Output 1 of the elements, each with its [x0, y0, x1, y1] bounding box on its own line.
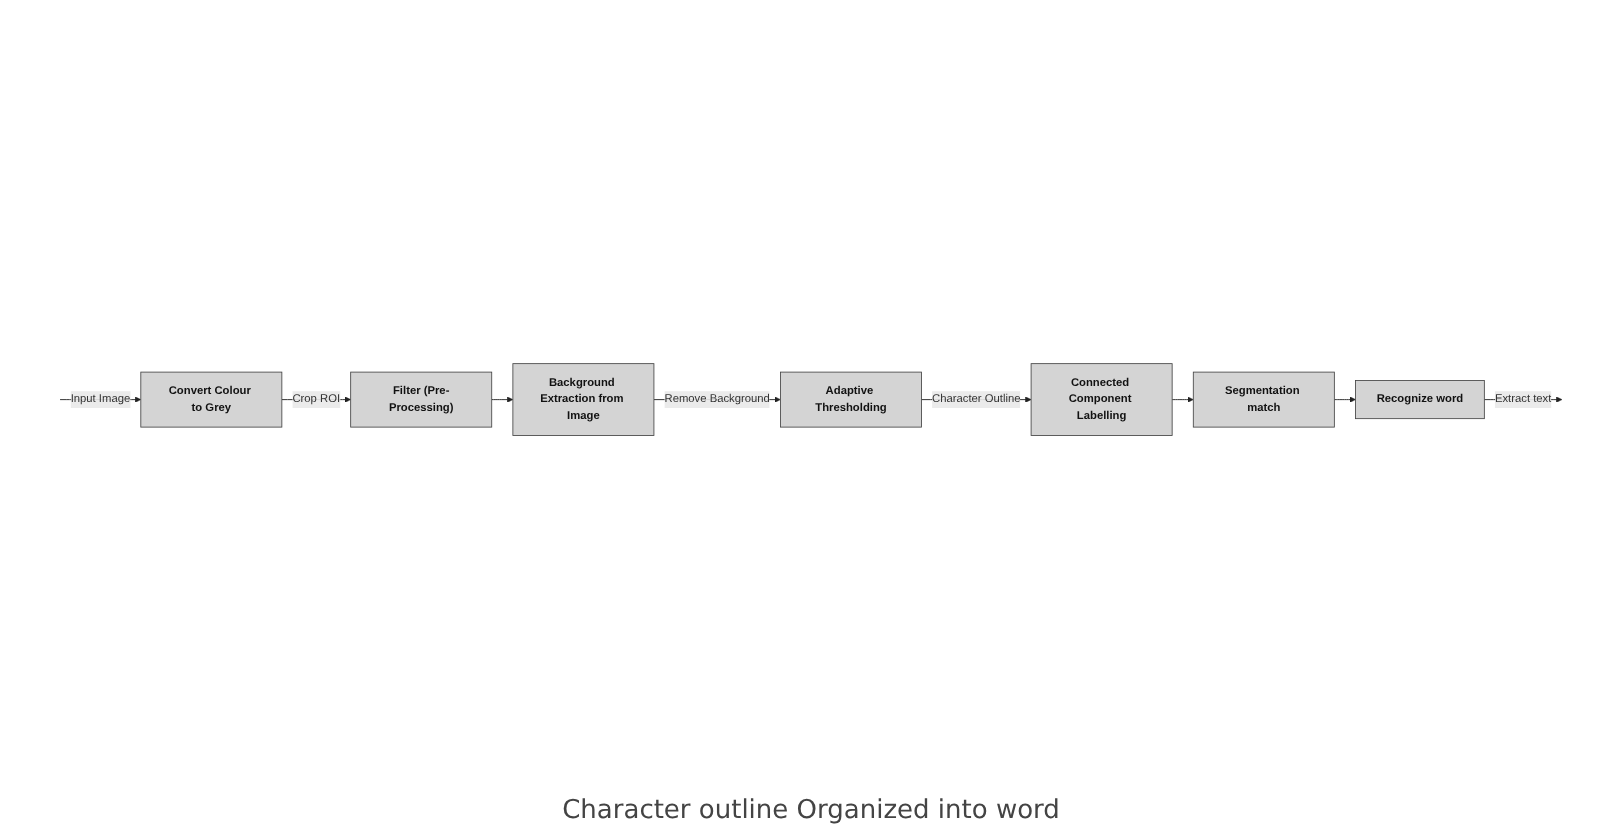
note-text: Character outline Organized into word [562, 796, 1060, 826]
